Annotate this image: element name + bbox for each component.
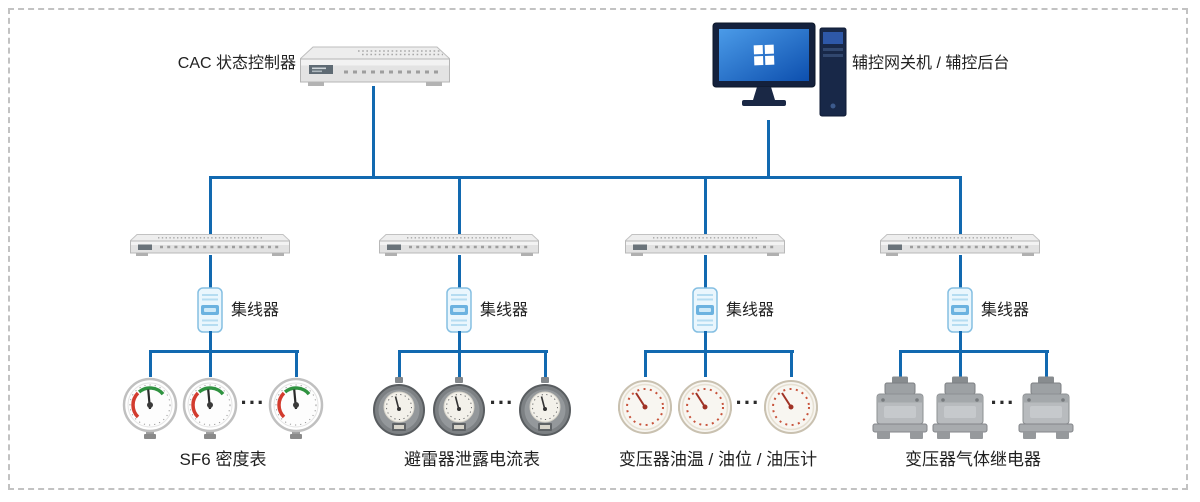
gas-relay-icon bbox=[932, 376, 988, 440]
distribution-line bbox=[644, 350, 794, 353]
connector-line bbox=[458, 176, 461, 235]
connector-line bbox=[398, 352, 401, 377]
gateway-computer-icon bbox=[712, 22, 847, 122]
connector-line bbox=[899, 352, 902, 377]
arrester-meter-icon bbox=[517, 376, 573, 440]
connector-line bbox=[704, 331, 707, 352]
connector-line bbox=[767, 120, 770, 178]
arrester-meter-icon bbox=[371, 376, 427, 440]
dashed-border bbox=[8, 8, 1188, 490]
ellipsis: ··· bbox=[240, 390, 266, 415]
connector-line bbox=[458, 255, 461, 288]
connector-line bbox=[644, 352, 647, 377]
hub-icon bbox=[197, 287, 223, 333]
controller-label: CAC 状态控制器 bbox=[177, 55, 296, 72]
connector-line bbox=[209, 176, 212, 235]
hub-icon bbox=[692, 287, 718, 333]
connector-line bbox=[209, 255, 212, 288]
hub-label: 集线器 bbox=[480, 302, 529, 319]
connector-line bbox=[704, 176, 707, 235]
oil-gauge-icon bbox=[617, 376, 673, 440]
connector-line bbox=[544, 352, 547, 377]
connector-line bbox=[209, 331, 212, 352]
connector-line bbox=[959, 331, 962, 352]
distribution-line bbox=[899, 350, 1049, 353]
distribution-line bbox=[398, 350, 548, 353]
ellipsis: ··· bbox=[735, 390, 761, 415]
connector-line bbox=[149, 352, 152, 377]
hub-label: 集线器 bbox=[231, 302, 280, 319]
cac-controller-icon bbox=[300, 42, 450, 88]
group-label: 变压器油温 / 油位 / 油压计 bbox=[618, 450, 818, 469]
serial-server-icon bbox=[625, 233, 785, 257]
group-label: 避雷器泄露电流表 bbox=[404, 450, 540, 469]
hub-icon bbox=[446, 287, 472, 333]
bus-line bbox=[209, 176, 962, 179]
connector-line bbox=[1045, 352, 1048, 377]
group-label: 变压器气体继电器 bbox=[905, 450, 1041, 469]
ellipsis: ··· bbox=[990, 390, 1016, 415]
distribution-line bbox=[149, 350, 299, 353]
ellipsis: ··· bbox=[489, 390, 515, 415]
connector-line bbox=[458, 352, 461, 377]
connector-line bbox=[959, 352, 962, 377]
oil-gauge-icon bbox=[763, 376, 819, 440]
hub-icon bbox=[947, 287, 973, 333]
gateway-label: 辅控网关机 / 辅控后台 bbox=[852, 55, 1010, 72]
arrester-meter-icon bbox=[431, 376, 487, 440]
connector-line bbox=[790, 352, 793, 377]
hub-label: 集线器 bbox=[726, 302, 775, 319]
sf6-gauge-icon bbox=[268, 376, 324, 440]
gas-relay-icon bbox=[872, 376, 928, 440]
gas-relay-icon bbox=[1018, 376, 1074, 440]
connector-line bbox=[704, 255, 707, 288]
hub-label: 集线器 bbox=[981, 302, 1030, 319]
sf6-gauge-icon bbox=[182, 376, 238, 440]
connector-line bbox=[209, 352, 212, 377]
connector-line bbox=[458, 331, 461, 352]
connector-line bbox=[704, 352, 707, 377]
oil-gauge-icon bbox=[677, 376, 733, 440]
connector-line bbox=[959, 255, 962, 288]
connector-line bbox=[372, 86, 375, 178]
serial-server-icon bbox=[379, 233, 539, 257]
serial-server-icon bbox=[130, 233, 290, 257]
group-label: SF6 密度表 bbox=[179, 450, 267, 469]
sf6-gauge-icon bbox=[122, 376, 178, 440]
serial-server-icon bbox=[880, 233, 1040, 257]
connector-line bbox=[295, 352, 298, 377]
connector-line bbox=[959, 176, 962, 235]
